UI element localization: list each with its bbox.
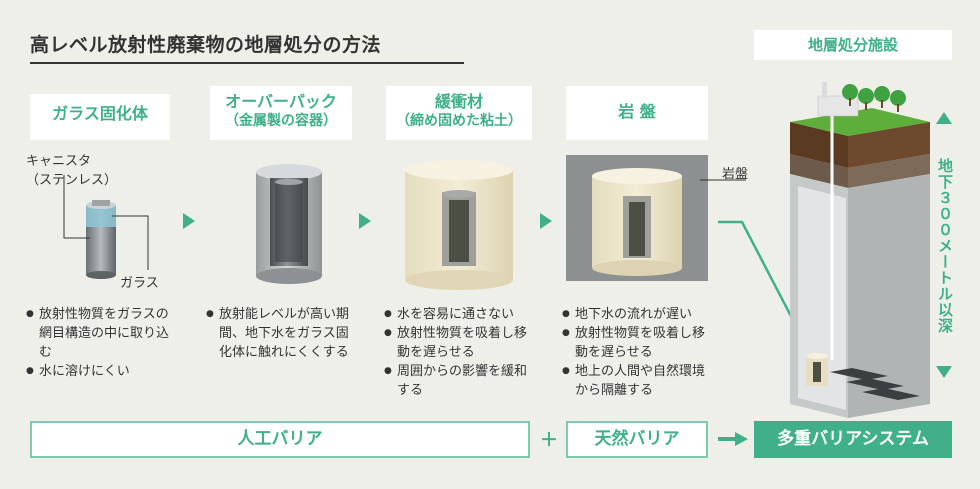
up-arrow-icon (936, 112, 952, 124)
bullet-item: 周囲からの影響を緩和する (384, 362, 534, 400)
page-title: 高レベル放射性廃棄物の地層処分の方法 (30, 34, 382, 56)
bullets-col4: 地下水の流れが遅い放射性物質を吸着し移動を遅らせる地上の人間や自然環境から隔離す… (562, 305, 712, 400)
column-header-title: 緩衝材 (434, 92, 483, 111)
down-arrow-icon (936, 366, 952, 378)
bullet-item: 放射性物質を吸着し移動を遅らせる (384, 324, 534, 362)
column-header-glass: ガラス固化体 (30, 94, 170, 140)
bullets-col3: 水を容易に通さない放射性物質を吸着し移動を遅らせる周囲からの影響を緩和する (384, 305, 534, 400)
facility-illustration (790, 82, 930, 418)
column-header-rock: 岩 盤 (566, 86, 708, 140)
rock-label: 岩盤 (722, 167, 749, 182)
bullet-item: 放射能レベルが高い期間、地下水をガラス固化体に触れにくくする (206, 305, 358, 362)
title-underline (30, 62, 464, 64)
bullet-item: 放射性物質をガラスの網目構造の中に取り込む (26, 305, 176, 362)
multi-barrier-box: 多重バリアシステム (754, 421, 952, 458)
facility-title: 地層処分施設 (754, 30, 952, 60)
bullets-col1: 放射性物質をガラスの網目構造の中に取り込む水に溶けにくい (26, 305, 176, 381)
rock-illustration (566, 155, 746, 281)
natural-barrier-box: 天然バリア (566, 421, 708, 458)
plus-sign: ＋ (540, 430, 558, 451)
bullet-item: 放射性物質を吸着し移動を遅らせる (562, 324, 712, 362)
column-header-subtitle: （締め固めた粘土） (396, 113, 522, 129)
column-header-overpack: オーバーパック （金属製の容器） (210, 86, 352, 140)
bullet-item: 水に溶けにくい (26, 362, 176, 381)
arrow-icon (183, 213, 195, 229)
column-header-buffer: 緩衝材 （締め固めた粘土） (386, 86, 532, 140)
column-header-title: ガラス固化体 (52, 104, 148, 123)
glass-label: ガラス (120, 276, 159, 291)
column-header-subtitle: （金属製の容器） (225, 113, 337, 129)
bullet-item: 地上の人間や自然環境から隔離する (562, 362, 712, 400)
column-header-title: 岩 盤 (618, 102, 656, 121)
depth-label: 地下３００メートル以深 (936, 158, 954, 334)
artificial-barrier-box: 人工バリア (30, 421, 530, 458)
buffer-illustration (405, 160, 513, 290)
bullet-item: 地下水の流れが遅い (562, 305, 712, 324)
canister-illustration (63, 175, 149, 279)
column-header-title: オーバーパック (225, 92, 337, 111)
arrow-icon (359, 213, 371, 229)
arrow-icon (735, 432, 748, 446)
bullet-item: 水を容易に通さない (384, 305, 534, 324)
overpack-illustration (256, 164, 322, 284)
arrow-icon (540, 213, 552, 229)
bullets-col2: 放射能レベルが高い期間、地下水をガラス固化体に触れにくくする (206, 305, 358, 362)
canister-label: キャニスタ （ステンレス） (26, 154, 118, 188)
